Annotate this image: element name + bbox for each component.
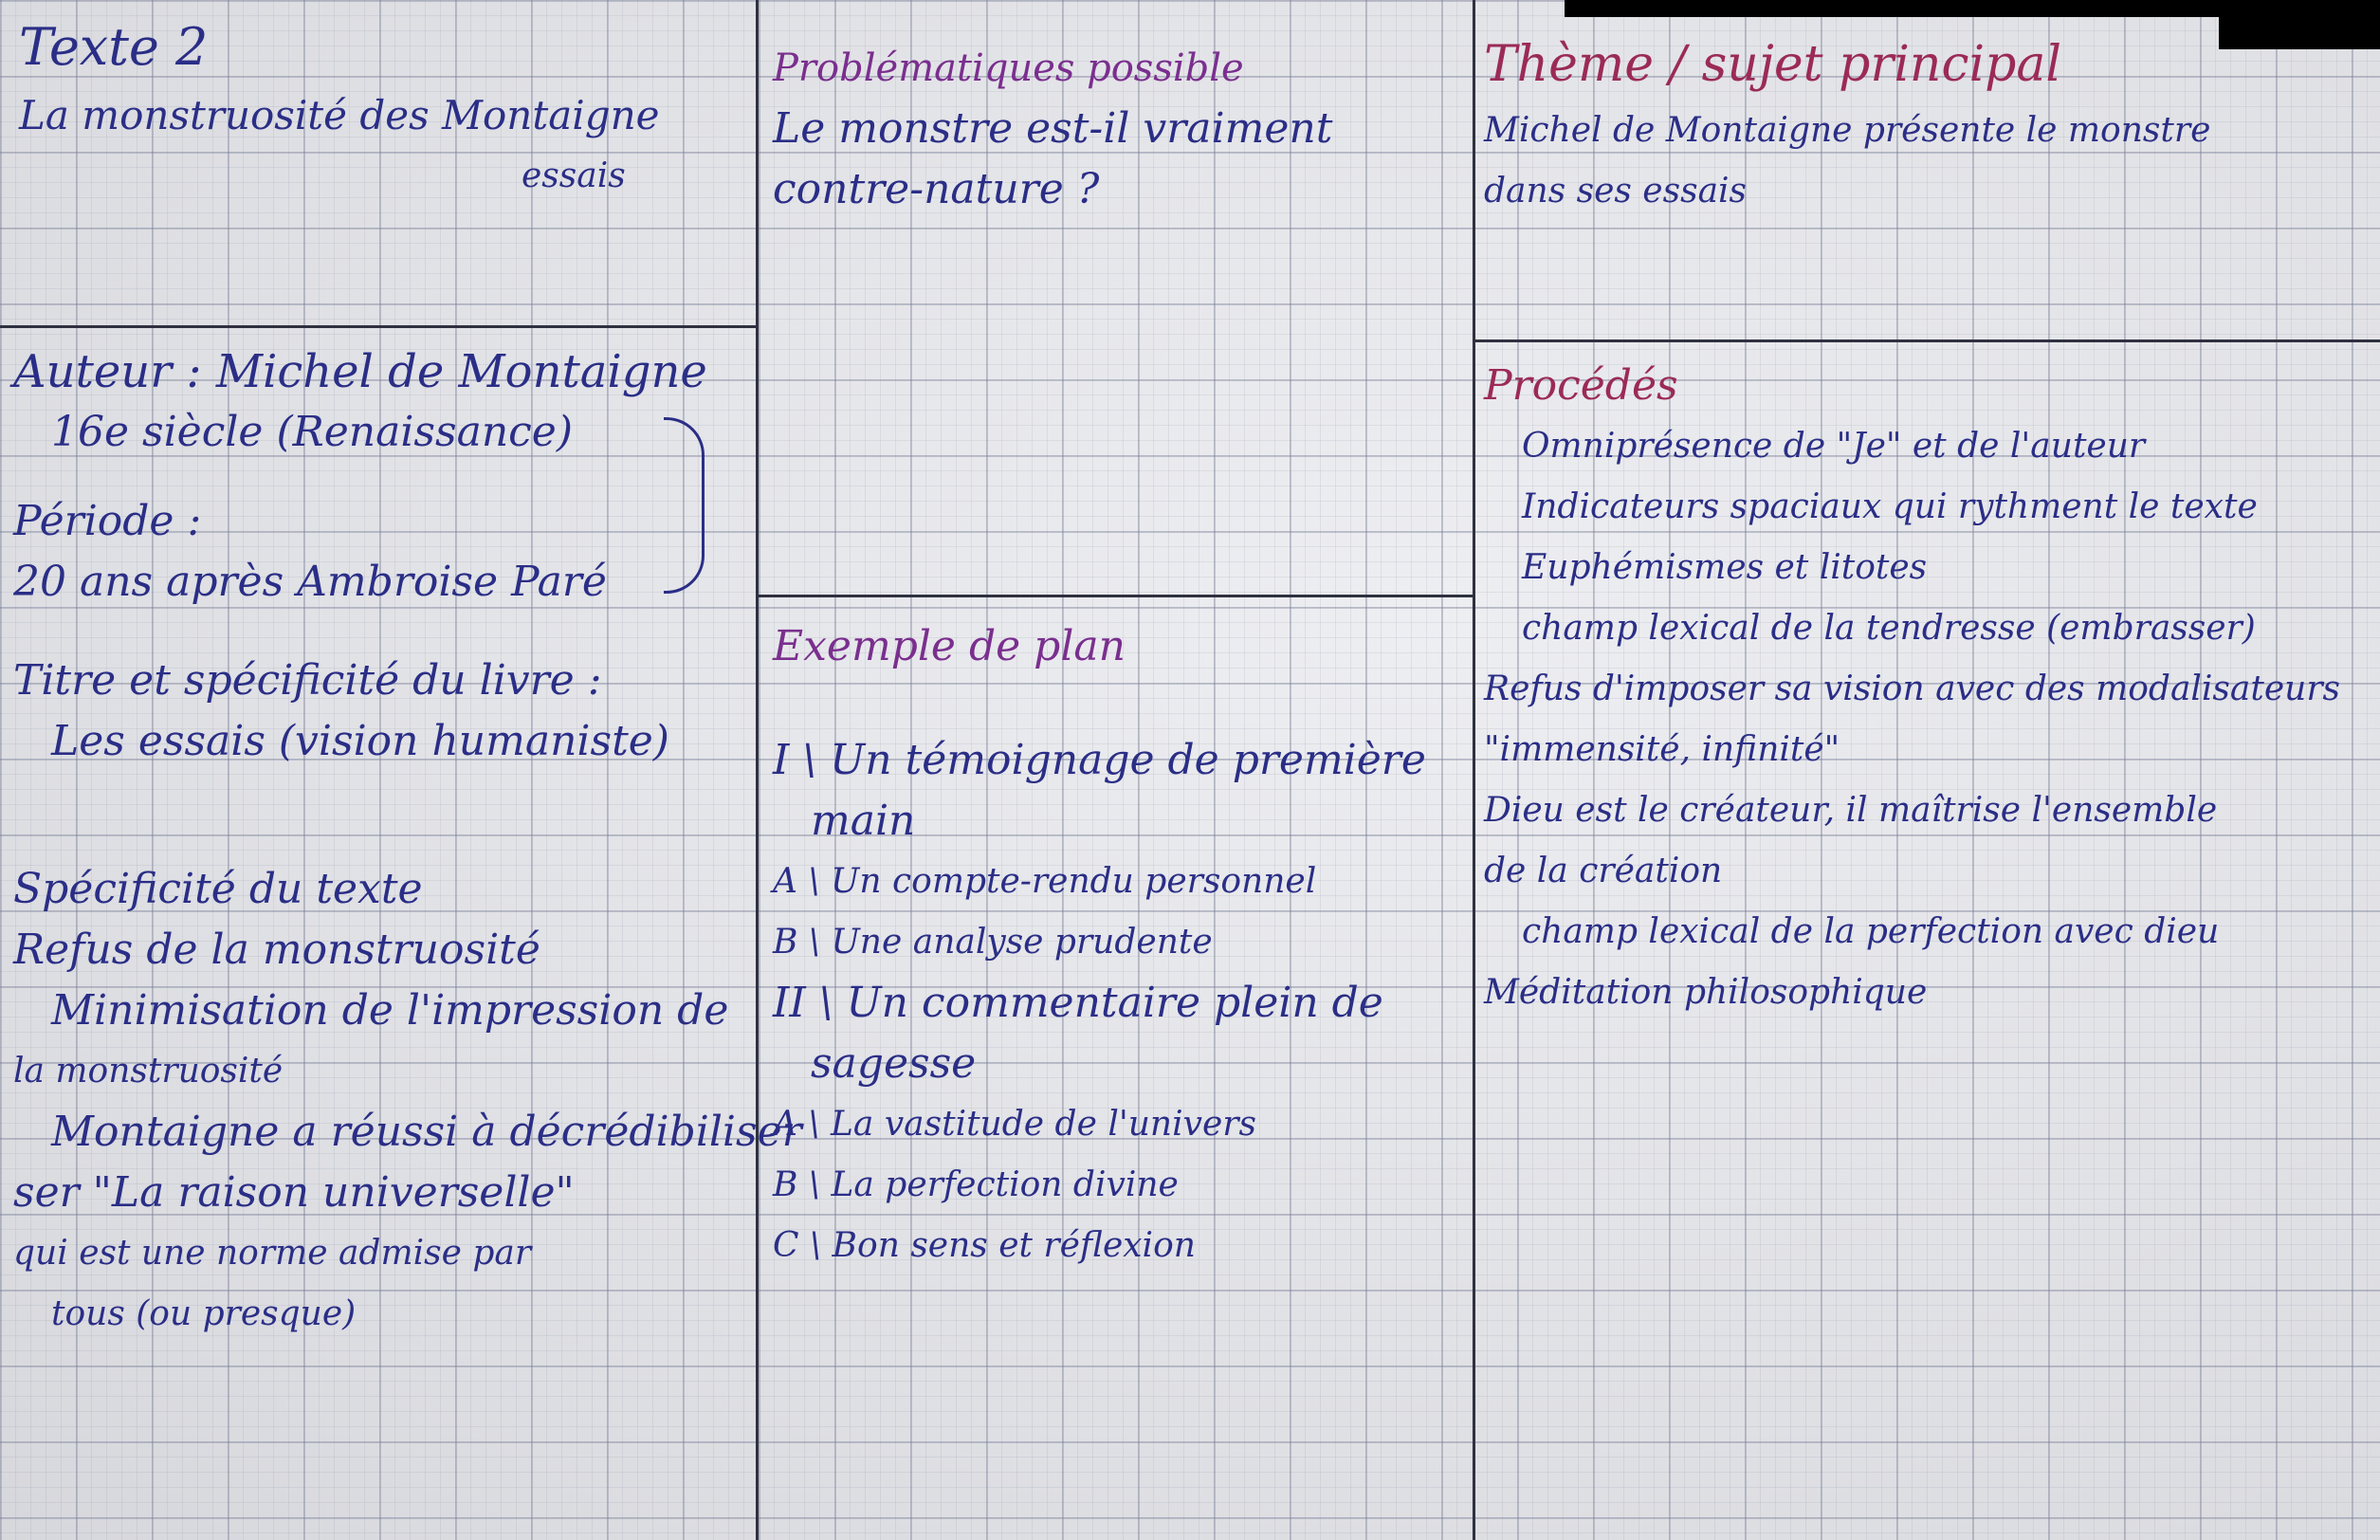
list-item: champ lexical de la perfection avec dieu — [1522, 912, 2220, 951]
column-divider-1 — [756, 0, 759, 1540]
list-item: Refus de la monstruosité — [13, 926, 540, 974]
row-divider-col1 — [0, 325, 756, 328]
cell-plan: Exemple de plan I \ Un témoignage de pre… — [773, 616, 1465, 1276]
list-item: Méditation philosophique — [1484, 973, 1928, 1012]
theme-label: Thème / sujet principal — [1484, 36, 2062, 93]
list-item: B \ Une analyse prudente — [773, 923, 1213, 962]
column-divider-2 — [1473, 0, 1475, 1540]
cell-procedes: Procédés Omniprésence de "Je" et de l'au… — [1484, 356, 2371, 1023]
list-item: Omniprésence de "Je" et de l'auteur — [1522, 427, 2146, 466]
plan-label: Exemple de plan — [773, 622, 1126, 670]
list-item: Michel de Montaigne présente le monstre — [1484, 111, 2211, 150]
century: 16e siècle (Renaissance) — [51, 408, 573, 456]
cell-title: Texte 2 La monstruosité des Montaigne es… — [19, 9, 740, 207]
list-item: Dieu est le créateur, il maîtrise l'ense… — [1484, 791, 2218, 830]
list-item: Indicateurs spaciaux qui rythment le tex… — [1522, 487, 2258, 526]
list-item: main — [811, 797, 916, 845]
period-label: Période : — [13, 497, 202, 545]
list-item: qui est une norme admise par — [13, 1234, 532, 1273]
text-spec-label: Spécificité du texte — [13, 865, 423, 913]
list-item: Minimisation de l'impression de — [51, 986, 729, 1035]
list-item: sagesse — [811, 1039, 977, 1088]
author-name: Michel de Montaigne — [215, 345, 707, 398]
list-item: A \ La vastitude de l'univers — [773, 1105, 1256, 1144]
list-item: champ lexical de la tendresse (embrasser… — [1522, 609, 2256, 648]
list-item: I \ Un témoignage de première — [773, 736, 1426, 784]
top-black-corner — [2219, 0, 2380, 49]
list-item: contre-nature ? — [773, 165, 1100, 213]
problematique-label: Problématiques possible — [773, 46, 1244, 90]
procedes-list: Omniprésence de "Je" et de l'auteur Indi… — [1484, 416, 2371, 1023]
list-item: C \ Bon sens et réflexion — [773, 1226, 1196, 1265]
list-item: B \ La perfection divine — [773, 1165, 1179, 1204]
plan-list: I \ Un témoignage de première main A \ U… — [773, 730, 1465, 1276]
essais-note: essais — [522, 156, 626, 195]
list-item: Refus d'imposer sa vision avec des modal… — [1484, 669, 2341, 708]
list-item: Euphémismes et litotes — [1522, 548, 1928, 587]
book-spec-label: Titre et spécificité du livre : — [13, 656, 602, 705]
cell-theme: Thème / sujet principal Michel de Montai… — [1484, 28, 2371, 222]
list-item: de la création — [1484, 852, 1723, 890]
book-spec-value: Les essais (vision humaniste) — [51, 717, 669, 765]
list-item: la monstruosité — [13, 1052, 284, 1091]
list-item: ser "La raison universelle" — [13, 1168, 575, 1217]
text-title: La monstruosité des Montaigne — [19, 92, 660, 138]
row-divider-col2 — [756, 595, 1473, 597]
procedes-label: Procédés — [1484, 361, 1678, 410]
author-line: Auteur : Michel de Montaigne — [13, 341, 748, 402]
list-item: dans ses essais — [1484, 172, 1748, 211]
cell-author-info: Auteur : Michel de Montaigne 16e siècle … — [13, 341, 802, 1345]
list-item: Le monstre est-il vraiment — [773, 104, 1333, 153]
list-item: Montaigne a réussi à décrédibiliser — [51, 1108, 802, 1156]
texte-number: Texte 2 — [19, 17, 209, 77]
cell-problematique: Problématiques possible Le monstre est-i… — [773, 38, 1465, 220]
text-spec-list: Refus de la monstruosité Minimisation de… — [13, 920, 802, 1345]
list-item: II \ Un commentaire plein de — [773, 979, 1383, 1027]
list-item: A \ Un compte-rendu personnel — [773, 862, 1317, 901]
bracket-arrow-icon — [664, 417, 705, 594]
period-value: 20 ans après Ambroise Paré — [13, 558, 607, 606]
row-divider-col3 — [1473, 339, 2380, 342]
list-item: tous (ou presque) — [51, 1294, 357, 1333]
list-item: "immensité, infinité" — [1484, 730, 1840, 769]
author-label: Auteur : — [13, 345, 202, 398]
top-black-bar — [1565, 0, 2380, 17]
